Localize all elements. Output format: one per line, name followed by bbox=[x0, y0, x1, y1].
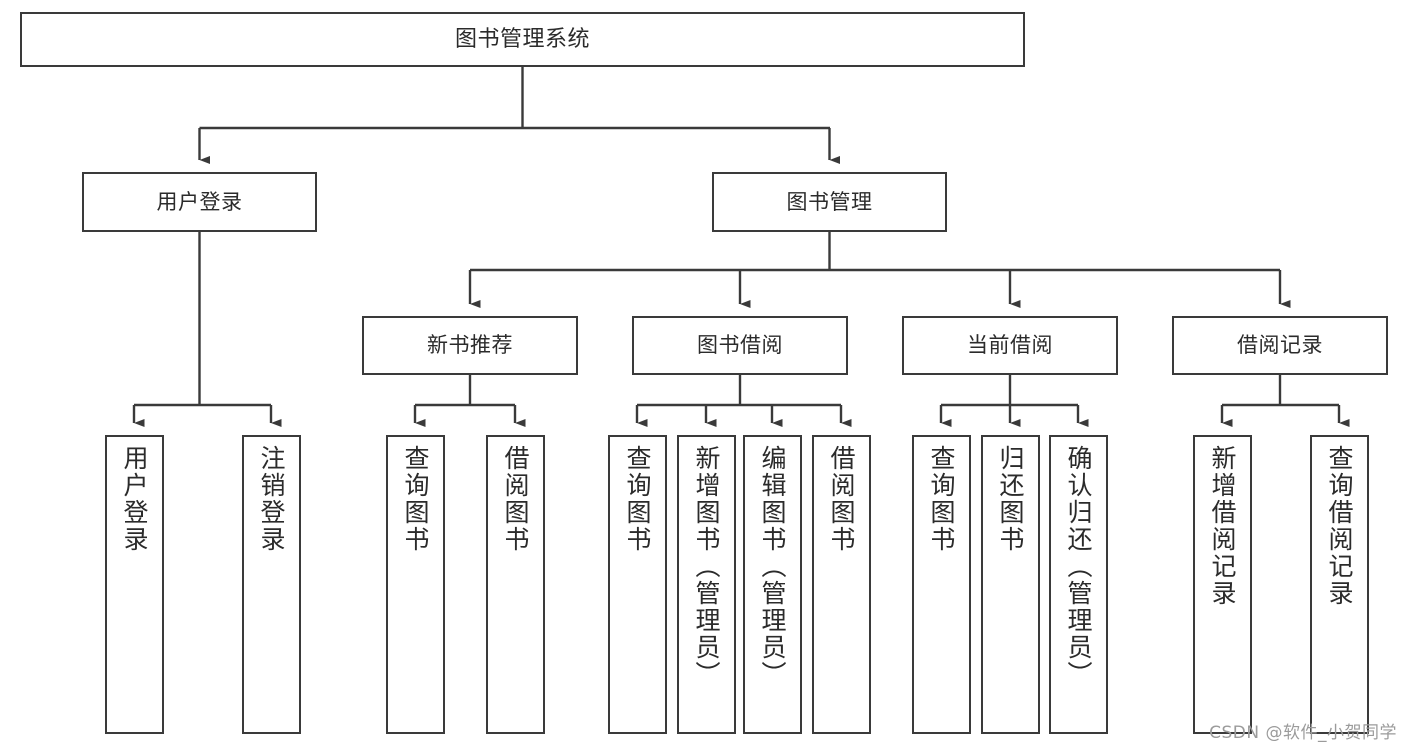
node-label: 新书推荐 bbox=[427, 333, 513, 358]
node-label: 确认归还（管理员） bbox=[1064, 445, 1093, 688]
node-label: 用户登录 bbox=[120, 445, 149, 553]
node-label: 查询图书 bbox=[927, 445, 956, 553]
node-label: 借阅图书 bbox=[501, 445, 530, 553]
node-leaf-add-book-admin[interactable]: 新增图书（管理员） bbox=[677, 435, 736, 734]
node-label: 用户登录 bbox=[156, 189, 243, 214]
node-label: 图书借阅 bbox=[697, 333, 783, 358]
node-label: 编辑图书（管理员） bbox=[758, 445, 787, 688]
node-current-borrow[interactable]: 当前借阅 bbox=[902, 316, 1118, 375]
node-label: 借阅图书 bbox=[827, 445, 856, 553]
node-leaf-query-book-1[interactable]: 查询图书 bbox=[386, 435, 445, 734]
node-leaf-return-book[interactable]: 归还图书 bbox=[981, 435, 1040, 734]
node-borrow-record[interactable]: 借阅记录 bbox=[1172, 316, 1388, 375]
node-new-book-recommend[interactable]: 新书推荐 bbox=[362, 316, 578, 375]
node-leaf-query-book-3[interactable]: 查询图书 bbox=[912, 435, 971, 734]
node-label: 归还图书 bbox=[996, 445, 1025, 553]
node-label: 借阅记录 bbox=[1237, 333, 1323, 358]
node-user-login[interactable]: 用户登录 bbox=[82, 172, 317, 232]
node-leaf-logout-login[interactable]: 注销登录 bbox=[242, 435, 301, 734]
node-root-book-management-system[interactable]: 图书管理系统 bbox=[20, 12, 1025, 67]
node-book-borrow[interactable]: 图书借阅 bbox=[632, 316, 848, 375]
node-book-management[interactable]: 图书管理 bbox=[712, 172, 947, 232]
node-label: 查询图书 bbox=[401, 445, 430, 553]
node-label: 图书管理系统 bbox=[454, 26, 590, 52]
node-label: 查询图书 bbox=[623, 445, 652, 553]
node-label: 注销登录 bbox=[257, 445, 286, 553]
node-leaf-borrow-book-1[interactable]: 借阅图书 bbox=[486, 435, 545, 734]
node-leaf-user-login[interactable]: 用户登录 bbox=[105, 435, 164, 734]
node-label: 图书管理 bbox=[786, 189, 873, 214]
node-leaf-add-borrow-record[interactable]: 新增借阅记录 bbox=[1193, 435, 1252, 734]
node-leaf-confirm-return-admin[interactable]: 确认归还（管理员） bbox=[1049, 435, 1108, 734]
node-label: 当前借阅 bbox=[967, 333, 1053, 358]
node-leaf-borrow-book-2[interactable]: 借阅图书 bbox=[812, 435, 871, 734]
node-label: 新增借阅记录 bbox=[1208, 445, 1237, 607]
node-label: 新增图书（管理员） bbox=[692, 445, 721, 688]
node-leaf-edit-book-admin[interactable]: 编辑图书（管理员） bbox=[743, 435, 802, 734]
node-label: 查询借阅记录 bbox=[1325, 445, 1354, 607]
node-leaf-query-borrow-record[interactable]: 查询借阅记录 bbox=[1310, 435, 1369, 734]
node-leaf-query-book-2[interactable]: 查询图书 bbox=[608, 435, 667, 734]
